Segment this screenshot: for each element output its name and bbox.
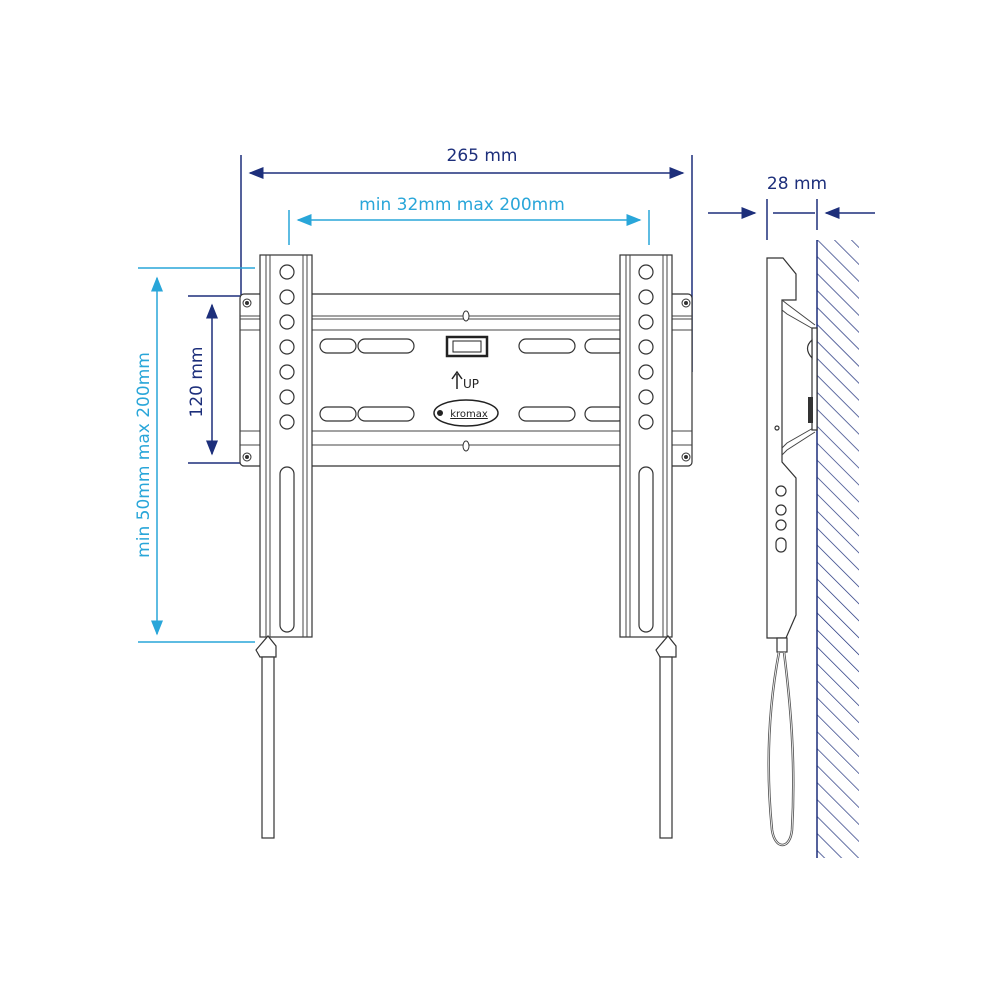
right-vertical-rail bbox=[619, 254, 673, 638]
up-arrow-icon bbox=[451, 370, 463, 389]
depth-label: 28 mm bbox=[767, 174, 827, 194]
horizontal-vesa-label: min 32mm max 200mm bbox=[359, 195, 565, 215]
mounting-slots bbox=[319, 338, 626, 422]
rail-spacing-dimension: 120 mm bbox=[187, 295, 240, 464]
brand-logo: kromax bbox=[433, 399, 499, 427]
vertical-vesa-label: min 50mm max 200mm bbox=[134, 352, 154, 558]
wall bbox=[816, 240, 859, 858]
screws bbox=[242, 298, 691, 462]
side-view-pull-cord bbox=[767, 637, 795, 847]
left-pull-cord bbox=[255, 635, 277, 839]
overall-width-label: 265 mm bbox=[447, 146, 518, 166]
side-view-bracket bbox=[766, 257, 818, 639]
left-vertical-rail bbox=[259, 254, 313, 638]
up-label: UP bbox=[463, 377, 479, 391]
level-bubble-icon bbox=[445, 335, 489, 358]
depth-dimension: 28 mm bbox=[708, 174, 875, 240]
svg-text:kromax: kromax bbox=[450, 409, 488, 420]
horizontal-vesa-dimension: min 32mm max 200mm bbox=[288, 195, 650, 245]
wall-plate: UP kromax bbox=[239, 293, 693, 467]
right-pull-cord bbox=[655, 635, 677, 839]
rail-spacing-label: 120 mm bbox=[187, 347, 207, 418]
vertical-vesa-dimension: min 50mm max 200mm bbox=[134, 267, 255, 643]
